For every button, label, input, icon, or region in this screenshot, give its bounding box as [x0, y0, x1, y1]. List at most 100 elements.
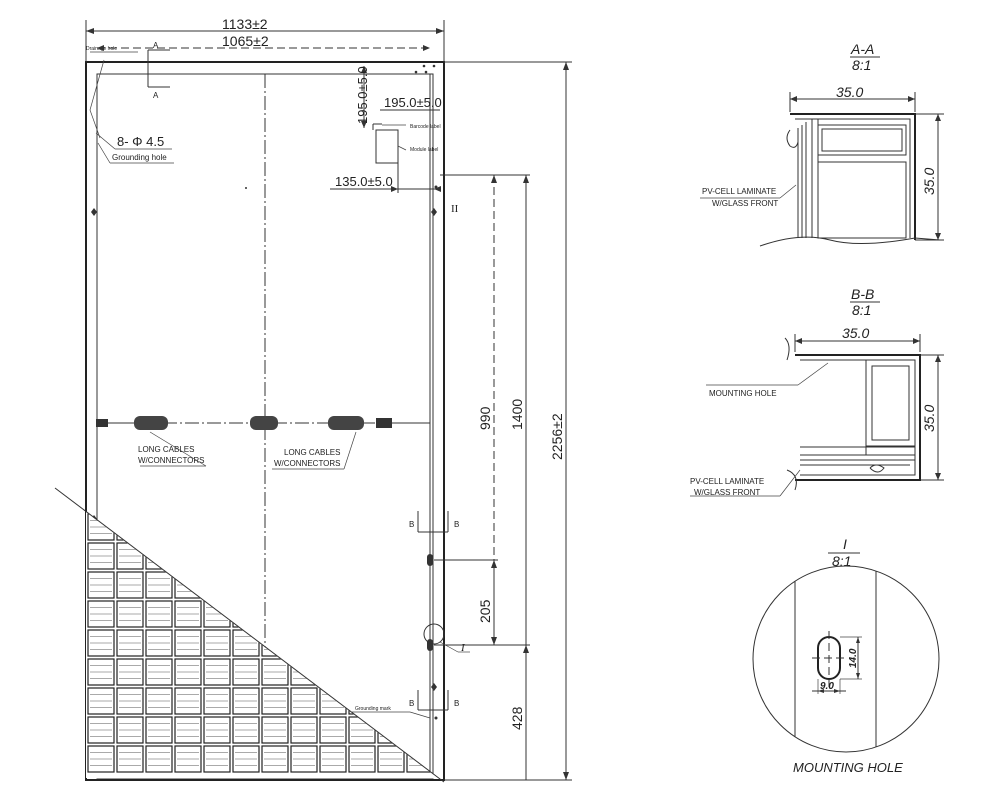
solar-cell	[232, 658, 260, 686]
section-a-mark-bottom: A	[153, 91, 159, 100]
solar-cell	[232, 542, 260, 570]
solar-cell	[87, 629, 115, 657]
dim-205: 205	[477, 599, 493, 623]
solar-cell	[319, 542, 347, 570]
solar-cell	[319, 571, 347, 599]
solar-cell	[232, 745, 260, 773]
solar-cell	[145, 745, 173, 773]
solar-cell	[348, 745, 376, 773]
section-bb: B-B 8:1 35.0 35.0 MOUNTING HOLE PV-CE	[690, 286, 944, 497]
solar-cell	[116, 687, 144, 715]
solar-cell	[377, 629, 405, 657]
solar-cell	[406, 658, 434, 686]
solar-cell	[203, 658, 231, 686]
solar-cell	[174, 658, 202, 686]
connector-1	[134, 416, 168, 430]
section-bb-laminate-2: W/GLASS FRONT	[694, 488, 760, 497]
solar-cell	[232, 600, 260, 628]
solar-cell	[377, 658, 405, 686]
solar-cell	[116, 629, 144, 657]
section-b-mark-left-upper: B	[409, 520, 414, 529]
section-aa-title: A-A	[850, 41, 874, 57]
solar-cell	[174, 600, 202, 628]
detail-i-scale: 8:1	[832, 553, 851, 569]
solar-cell	[319, 716, 347, 744]
solar-cell	[261, 571, 289, 599]
dim-overall-width: 1133±2	[222, 16, 268, 32]
solar-cell	[348, 658, 376, 686]
solar-cell	[116, 745, 144, 773]
solar-cell	[290, 513, 318, 541]
solar-cell	[145, 687, 173, 715]
solar-cell	[145, 571, 173, 599]
solar-cell	[145, 600, 173, 628]
solar-cell	[290, 716, 318, 744]
solar-cell	[290, 542, 318, 570]
module-front-view: LONG CABLES W/CONNECTORS LONG CABLES W/C…	[54, 16, 572, 783]
connector-2	[250, 416, 278, 430]
solar-cell	[232, 687, 260, 715]
solar-cell	[174, 716, 202, 744]
solar-cell	[145, 716, 173, 744]
solar-cell	[261, 745, 289, 773]
cell-cutaway	[54, 487, 445, 783]
solar-cell	[348, 571, 376, 599]
detail-i-caption: MOUNTING HOLE	[793, 760, 903, 775]
dim-jbox-offset: 135.0±5.0	[335, 174, 393, 189]
solar-cell	[87, 600, 115, 628]
section-bb-title: B-B	[851, 286, 874, 302]
connector-right	[376, 418, 392, 428]
section-bb-mounting-hole: MOUNTING HOLE	[709, 389, 777, 398]
grounding-mark-label: Grounding mark	[355, 706, 391, 712]
dim-428: 428	[509, 706, 525, 730]
solar-cell	[174, 513, 202, 541]
cable-label-1-line2: W/CONNECTORS	[138, 456, 205, 465]
module-label-text: Module label	[410, 147, 438, 153]
section-b-mark-left-lower: B	[409, 699, 414, 708]
solar-cell	[232, 513, 260, 541]
solar-cell	[377, 600, 405, 628]
mounting-slot-lower	[427, 639, 433, 651]
section-aa-height: 35.0	[921, 168, 937, 195]
solar-cell	[377, 513, 405, 541]
top-dimensions: 1133±2 1065±2	[85, 16, 445, 62]
solar-cell	[174, 629, 202, 657]
detail-i-title: I	[843, 536, 847, 552]
detail-ii-mark: II	[451, 203, 459, 215]
solar-cell	[145, 513, 173, 541]
solar-cell	[116, 658, 144, 686]
cutaway-line	[54, 487, 445, 783]
solar-cell	[261, 716, 289, 744]
right-dimensions: 2256±2 1400 990 205 428	[434, 61, 572, 781]
dim-1400: 1400	[509, 399, 525, 430]
solar-cell	[116, 571, 144, 599]
solar-cell	[377, 745, 405, 773]
solar-cell	[116, 513, 144, 541]
section-bb-laminate-1: PV-CELL LAMINATE	[690, 477, 764, 486]
detail-i-circle-marker	[423, 623, 445, 645]
grounding-hole-label: Grounding hole	[112, 153, 167, 162]
solar-cell	[319, 629, 347, 657]
solar-cell	[203, 542, 231, 570]
solar-cell	[174, 542, 202, 570]
section-aa-laminate-2: W/GLASS FRONT	[712, 199, 778, 208]
cable-label-2-line2: W/CONNECTORS	[274, 459, 341, 468]
solar-cell	[203, 716, 231, 744]
connector-3	[328, 416, 364, 430]
section-aa: A-A 8:1 35.0 35.0 PV-CELL LAMINATE W/GLA…	[700, 41, 944, 247]
junction-box	[375, 129, 399, 164]
dim-frame-width: 1065±2	[222, 33, 269, 49]
solar-cell	[377, 571, 405, 599]
solar-cell	[87, 687, 115, 715]
solar-cell	[348, 600, 376, 628]
solar-cell	[87, 745, 115, 773]
detail-i-outline	[752, 565, 940, 753]
cable-label-1-line1: LONG CABLES	[138, 445, 194, 454]
solar-cell	[406, 716, 434, 744]
solar-cell	[348, 629, 376, 657]
solar-cell	[116, 716, 144, 744]
solar-cell	[377, 542, 405, 570]
cable-label-2-line1: LONG CABLES	[284, 448, 340, 457]
solar-cell	[261, 542, 289, 570]
